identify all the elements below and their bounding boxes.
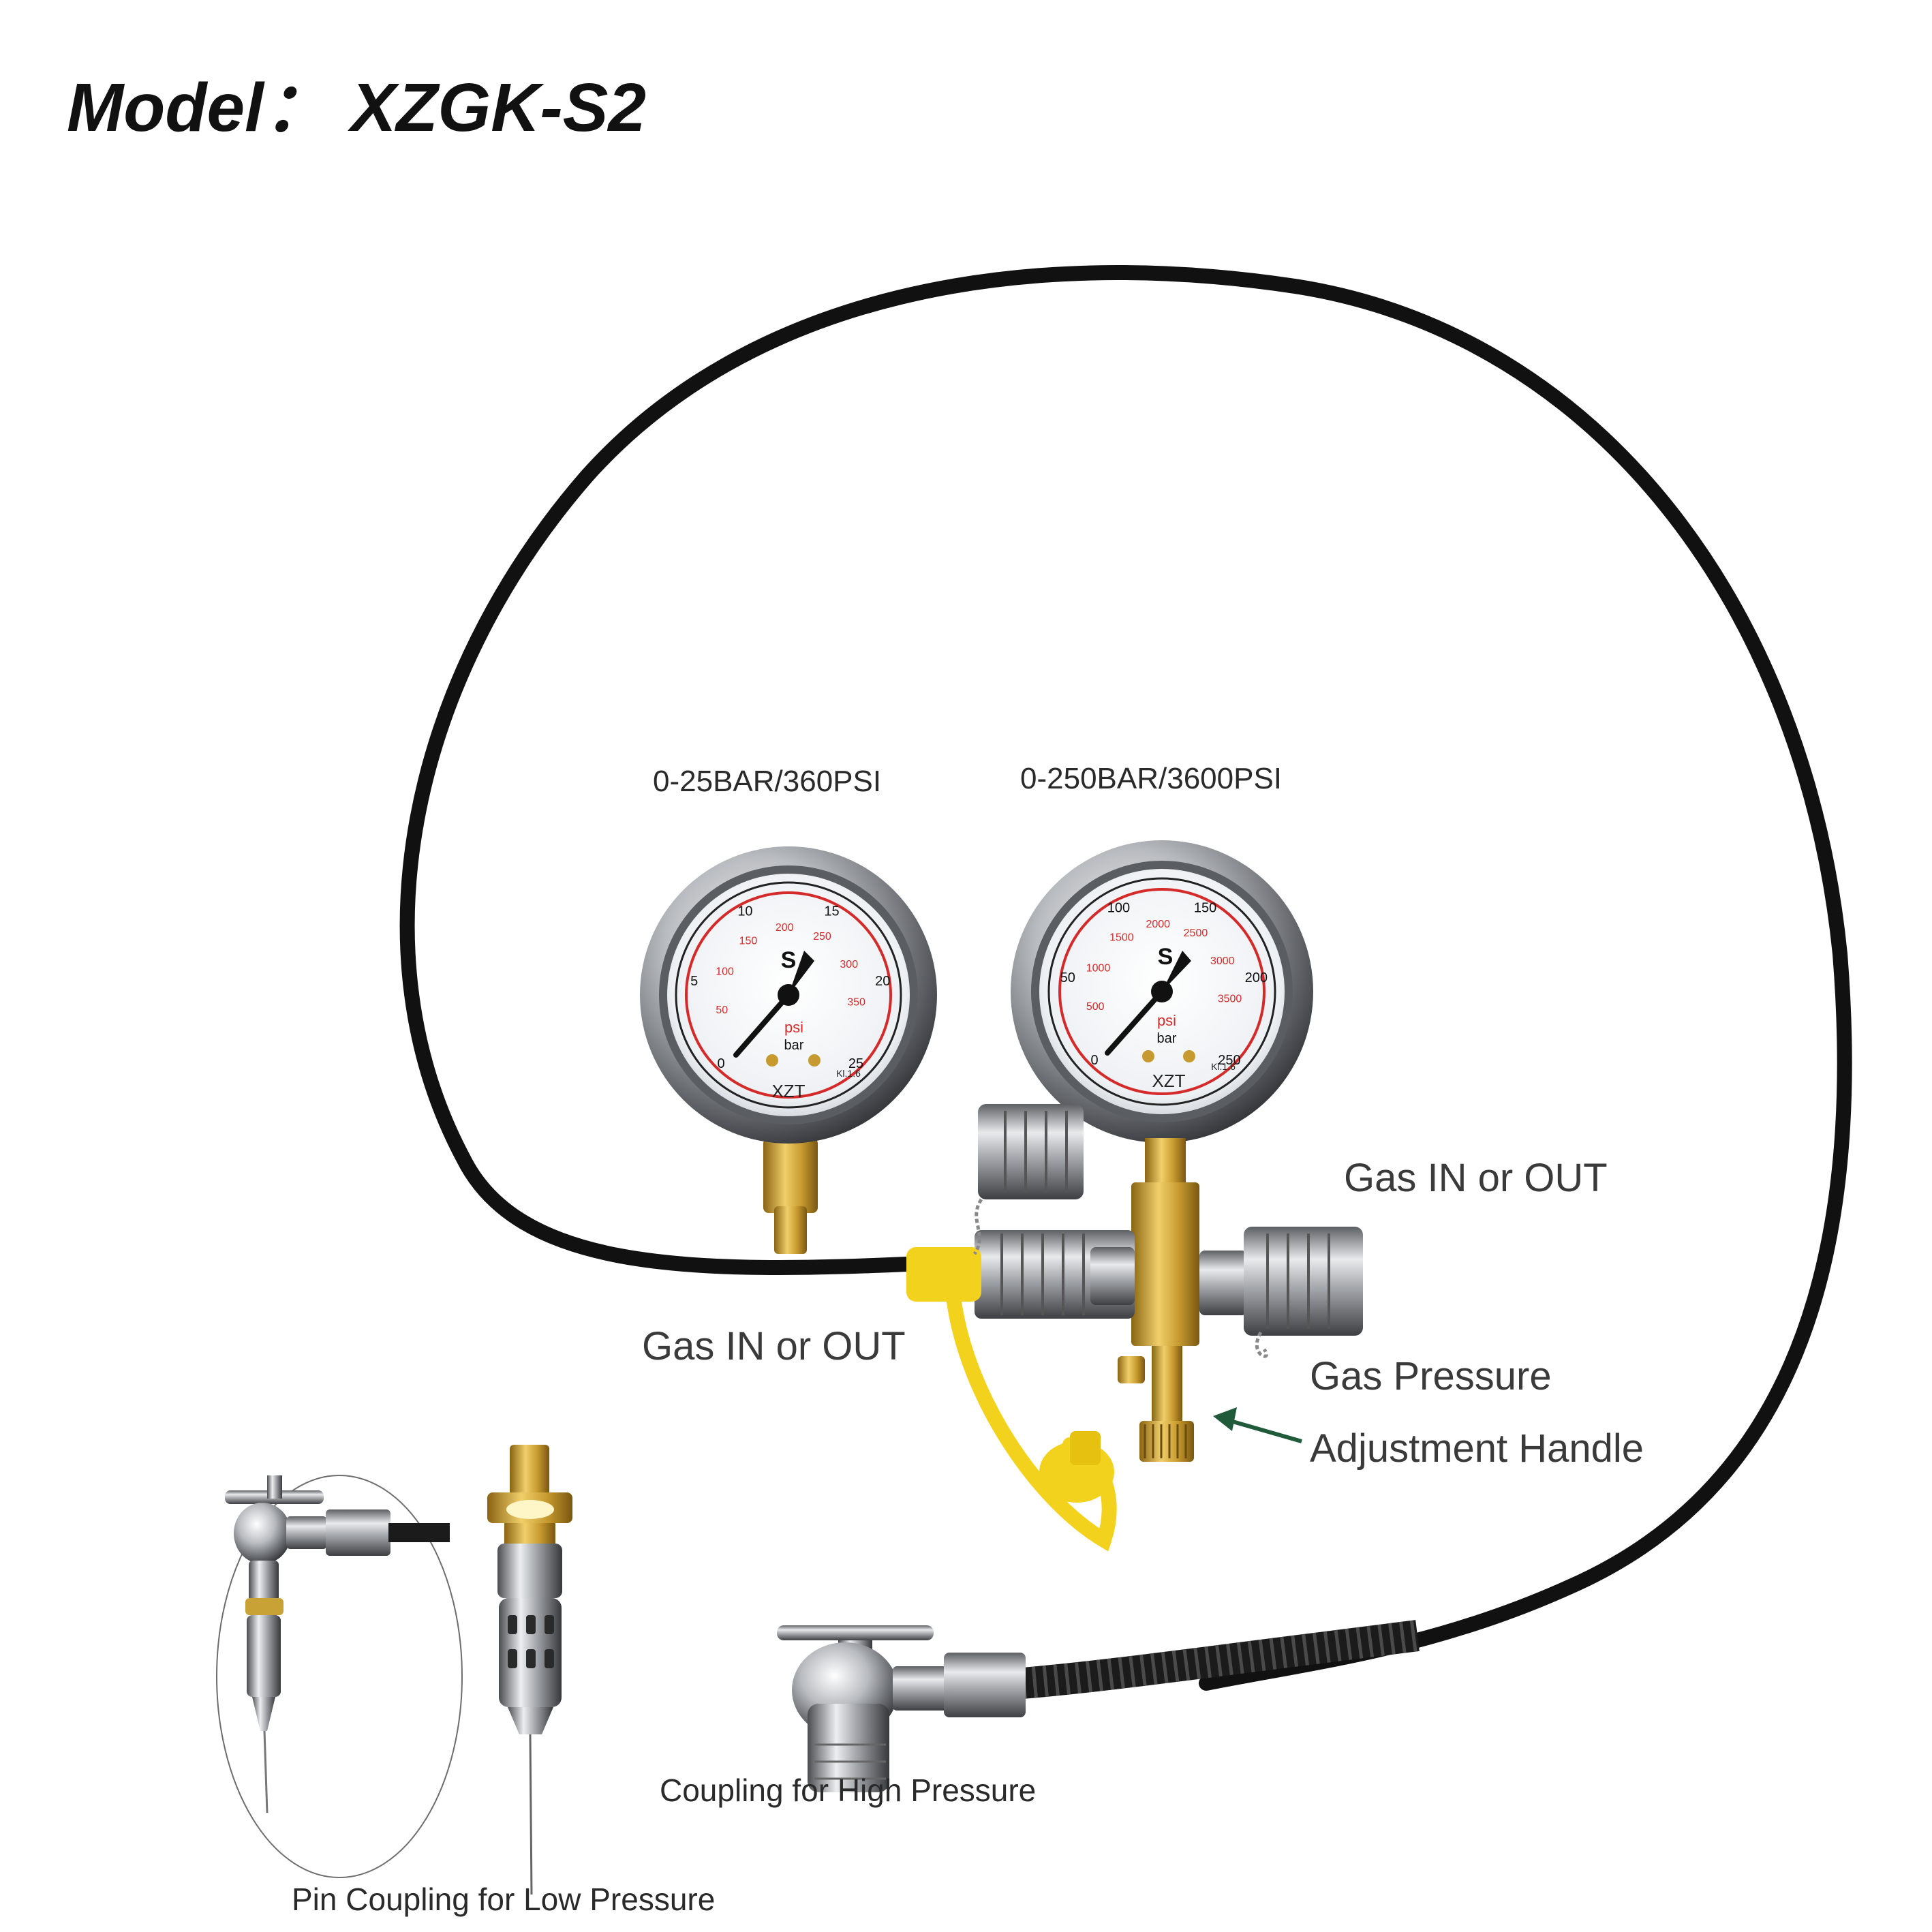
gauge-thread	[774, 1206, 807, 1254]
gauge-psi-tick-label: 2000	[1146, 919, 1170, 930]
bleed-nipple	[1118, 1356, 1145, 1383]
gauge-bar-tick-label: 150	[1194, 900, 1216, 915]
high-pressure-gauge: 0 50 100 150 200 250 500 1000 1500 2000 2500 3000 35…	[1011, 840, 1313, 1143]
adjustment-handle-label: Adjustment Handle	[1310, 1426, 1644, 1471]
low-pressure-gauge: 0 5 10 15 20 25 50 100 150 200 250 300 350 S psi bar…	[640, 846, 937, 1254]
right-quick-coupling[interactable]	[1199, 1227, 1363, 1358]
gauge-psi-tick-label: 2500	[1184, 927, 1208, 939]
gauge-psi-tick-label: 250	[813, 931, 831, 942]
gauge-needle	[733, 992, 791, 1058]
gauge-screw	[1183, 1050, 1195, 1062]
yellow-dust-cap[interactable]	[906, 1247, 1117, 1552]
gauge-bar-tick-label: 200	[1245, 970, 1268, 985]
high-pressure-coupling-label: Coupling for High Pressure	[660, 1773, 1037, 1808]
page-title: Model： XZGK-S2	[67, 70, 647, 146]
gauge-bar-tick-label: 15	[824, 904, 839, 919]
gauge-psi-tick-label: 3000	[1210, 955, 1235, 967]
gauge-psi-tick-label: 300	[840, 959, 858, 970]
gauge-screw	[808, 1054, 821, 1067]
gauge-unit-psi: psi	[784, 1019, 803, 1036]
gauge-psi-tick-label: 1500	[1109, 932, 1134, 943]
gauge-psi-tick-label: 500	[1086, 1001, 1105, 1013]
gauge-bar-tick-label: 20	[875, 974, 890, 989]
gauge-psi-tick-label: 350	[847, 997, 865, 1009]
gauge-needle	[1105, 989, 1165, 1056]
gauge-needle-tail	[1162, 951, 1191, 992]
gauge-psi-tick-label: 150	[739, 935, 758, 947]
high-pressure-coupling[interactable]	[777, 1625, 1026, 1792]
gauge-psi-tick-label: 200	[776, 922, 794, 934]
gauge-symbol: S	[781, 947, 797, 973]
gauge-bar-tick-label: 0	[717, 1056, 724, 1071]
gauge-bar-tick-label: 50	[1060, 970, 1075, 985]
gauge-bar-tick-label: 25	[848, 1056, 863, 1071]
gauge-unit-bar: bar	[784, 1038, 804, 1053]
gauge-bar-tick-label: 10	[737, 904, 752, 919]
gauge-bar-tick-label: 5	[690, 974, 698, 989]
hose-spring-guard	[1021, 1620, 1420, 1699]
t-handle[interactable]	[777, 1625, 934, 1640]
gauge-psi-tick-label: 1000	[1086, 962, 1111, 974]
gauge-symbol: S	[1158, 944, 1174, 970]
gauge-bar-tick-label: 250	[1218, 1053, 1240, 1068]
gauge-brand: XZT	[771, 1081, 805, 1101]
gas-pressure-label: Gas Pressure	[1310, 1354, 1552, 1398]
gauge-screw	[1142, 1050, 1154, 1062]
gauge-psi-tick-label: 50	[716, 1005, 728, 1016]
pin-coupling-label: Pin Coupling for Low Pressure	[292, 1882, 716, 1917]
gauge-unit-psi: psi	[1157, 1012, 1176, 1029]
left-quick-coupling[interactable]	[975, 1230, 1135, 1319]
inset-circle	[216, 1475, 463, 1878]
arrow-icon	[1213, 1407, 1302, 1443]
gauge-accuracy: Kl.1.6	[1211, 1061, 1236, 1072]
gauge-bar-tick-label: 100	[1107, 900, 1130, 915]
gauge-brand: XZT	[1152, 1071, 1185, 1091]
gas-hose	[399, 265, 1852, 1691]
gauge-screw	[766, 1054, 778, 1067]
gas-in-out-label-right: Gas IN or OUT	[1344, 1156, 1608, 1200]
gauge-bar-tick-label: 0	[1090, 1053, 1098, 1068]
gauge-psi-tick-label: 100	[716, 966, 734, 977]
top-capped-coupling[interactable]	[972, 1104, 1084, 1255]
gauge-needle-tail	[788, 951, 814, 995]
gas-in-out-label-left: Gas IN or OUT	[642, 1324, 906, 1368]
high-gauge-range-label: 0-250BAR/3600PSI	[1020, 762, 1283, 795]
gauge-accuracy: Kl.1.6	[836, 1068, 861, 1079]
gauge-stem	[763, 1138, 818, 1213]
pin-coupling[interactable]	[487, 1445, 572, 1895]
brass-manifold	[1118, 1138, 1199, 1462]
low-gauge-range-label: 0-25BAR/360PSI	[653, 765, 882, 798]
gauge-psi-tick-label: 3500	[1218, 994, 1242, 1005]
gauge-unit-bar: bar	[1157, 1031, 1177, 1046]
